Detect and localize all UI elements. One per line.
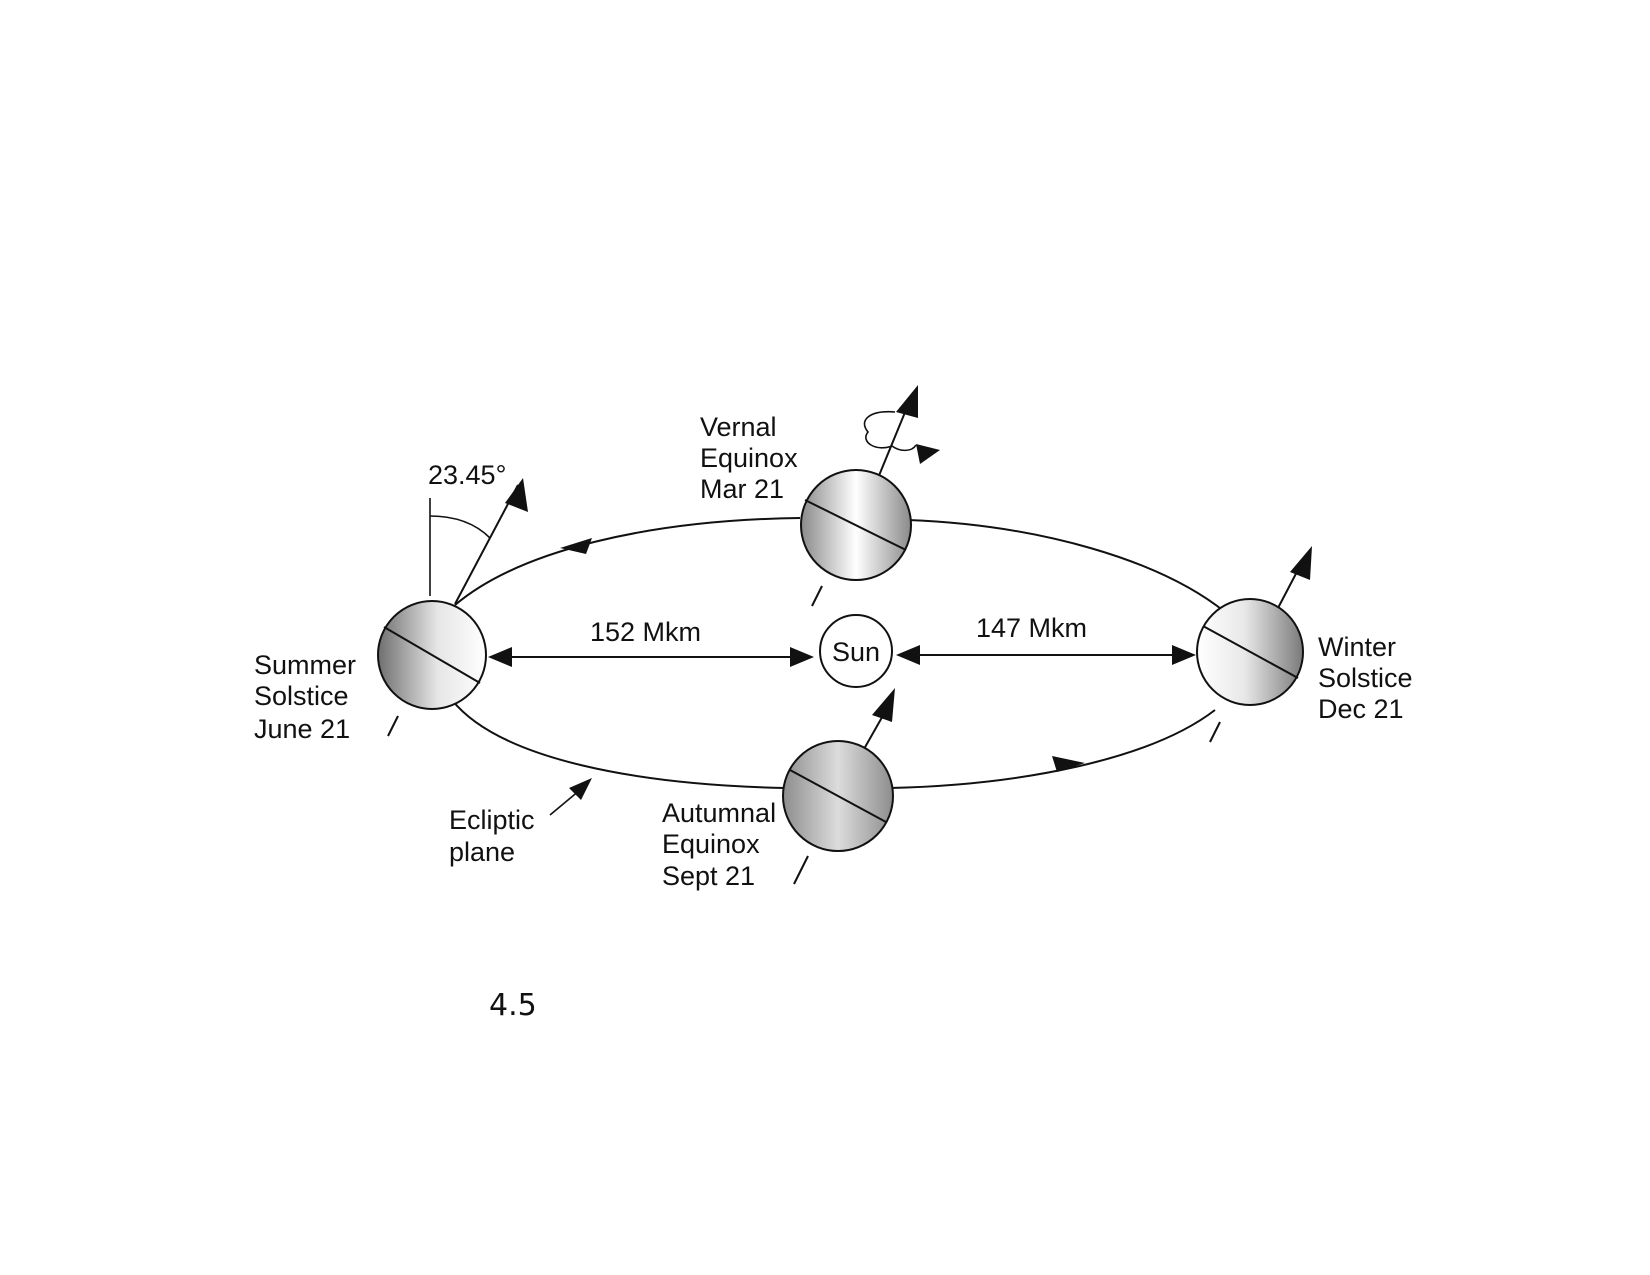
- distance-label-right: 147 Mkm: [976, 613, 1087, 643]
- earth-vernal-equinox: [800, 385, 940, 607]
- summer-solstice-label: Summer Solstice June 21: [254, 650, 364, 744]
- earth-winter-solstice: [1196, 546, 1312, 743]
- distance-arrow-left: [488, 647, 814, 667]
- tilt-angle-label: 23.45°: [428, 460, 506, 490]
- orbit-direction-arrow-bottom: [1052, 756, 1085, 772]
- sun: Sun: [819, 614, 893, 688]
- ecliptic-plane-label: Ecliptic plane: [449, 805, 542, 867]
- autumnal-equinox-label: Autumnal Equinox Sept 21: [662, 798, 784, 891]
- orbit-direction-arrow-top: [560, 538, 592, 554]
- distance-label-left: 152 Mkm: [590, 617, 701, 647]
- orbit-path: [451, 517, 1226, 789]
- distance-arrow-right: [896, 645, 1196, 665]
- winter-solstice-label: Winter Solstice Dec 21: [1318, 632, 1420, 724]
- ecliptic-pointer-arrow: [549, 778, 592, 816]
- tilt-angle-arc: [429, 515, 491, 539]
- earth-summer-solstice: [377, 478, 528, 737]
- sun-label: Sun: [832, 637, 880, 667]
- page-number: 4.5: [489, 988, 537, 1023]
- earth-autumnal-equinox: [782, 688, 895, 885]
- vernal-equinox-label: Vernal Equinox Mar 21: [700, 412, 805, 504]
